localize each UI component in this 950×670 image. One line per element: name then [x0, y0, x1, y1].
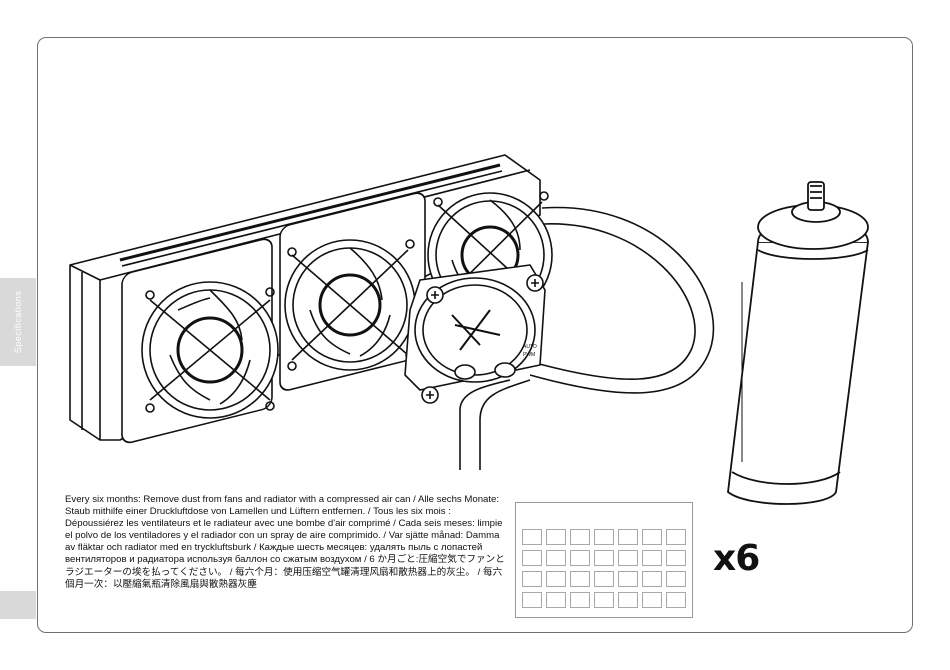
schedule-cell: [546, 571, 566, 587]
pump-pwm-label: PWM: [523, 352, 535, 358]
radiator-with-fans-illustration: AUTO PWM: [69, 154, 715, 470]
side-tab-secondary[interactable]: [0, 591, 36, 619]
schedule-cell: [522, 529, 542, 545]
compressed-air-can-illustration: [727, 181, 870, 505]
fan-2: [279, 192, 426, 391]
schedule-cell: [546, 550, 566, 566]
pump-block-illustration: AUTO PWM: [404, 264, 546, 404]
schedule-cell: [594, 571, 614, 587]
schedule-cell: [618, 592, 638, 608]
schedule-cell: [666, 592, 686, 608]
schedule-cell: [594, 550, 614, 566]
schedule-cell: [594, 529, 614, 545]
schedule-cell: [666, 550, 686, 566]
schedule-cell: [522, 592, 542, 608]
schedule-cell: [666, 571, 686, 587]
schedule-cell: [642, 592, 662, 608]
schedule-cell: [570, 592, 590, 608]
coolant-tubes: [459, 206, 715, 470]
schedule-cell: [546, 529, 566, 545]
schedule-cell: [642, 550, 662, 566]
schedule-cell: [642, 571, 662, 587]
schedule-cell: [594, 592, 614, 608]
schedule-cell: [618, 571, 638, 587]
side-tab-specifications[interactable]: Specifications: [0, 278, 36, 366]
schedule-count-label: x6: [713, 538, 760, 579]
side-tab-label: Specifications: [13, 290, 23, 354]
schedule-cell: [570, 550, 590, 566]
fan-1: [121, 238, 279, 444]
schedule-cell: [642, 529, 662, 545]
schedule-cell: [618, 529, 638, 545]
schedule-cell: [546, 592, 566, 608]
schedule-cell: [618, 550, 638, 566]
schedule-cell: [666, 529, 686, 545]
schedule-cell: [522, 571, 542, 587]
schedule-grid: [522, 529, 686, 608]
pump-auto-label: AUTO: [523, 344, 537, 350]
maintenance-schedule-box: [515, 502, 693, 618]
maintenance-instruction-text: Every six months: Remove dust from fans …: [65, 494, 505, 590]
schedule-cell: [570, 529, 590, 545]
schedule-cell: [522, 550, 542, 566]
schedule-cell: [570, 571, 590, 587]
